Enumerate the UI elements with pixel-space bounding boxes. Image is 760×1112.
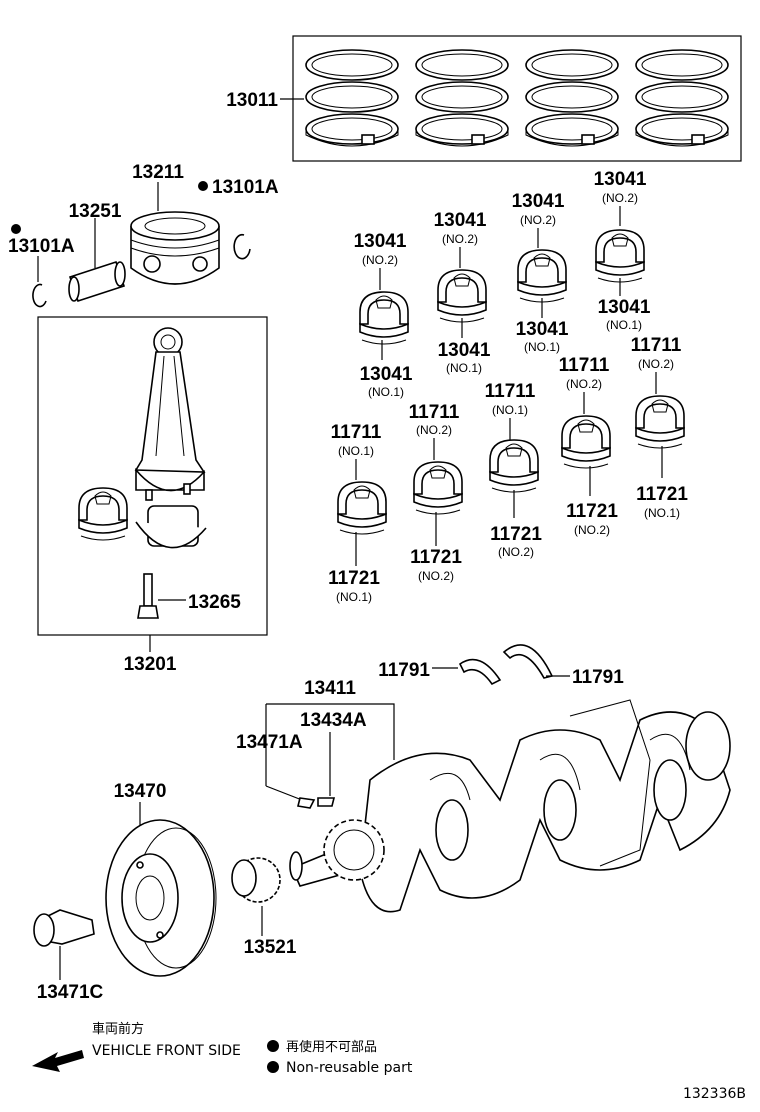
tag-main-b: (NO.2) <box>416 423 452 437</box>
label-main-a-low: 11721 <box>328 568 380 589</box>
label-key-b: 13471A <box>236 732 303 753</box>
label-crankshaft: 13411 <box>304 678 356 699</box>
tag-bearing-c-low: (NO.1) <box>524 340 560 354</box>
tag-main-b-low: (NO.2) <box>418 569 454 583</box>
main-bearing-e[interactable] <box>635 395 685 449</box>
piston-ring-set-1[interactable] <box>305 49 399 147</box>
piston-ring-set-3[interactable] <box>525 49 619 147</box>
conn-rod-frame <box>37 316 268 636</box>
tag-main-a-low: (NO.1) <box>336 590 372 604</box>
label-bearing-b: 13041 <box>434 210 487 231</box>
label-main-a: 11711 <box>331 422 382 443</box>
label-bearing-b-low: 13041 <box>438 340 491 361</box>
label-bearing-a: 13041 <box>354 231 407 252</box>
tag-main-c-low: (NO.2) <box>498 545 534 559</box>
piston-ring-set-4[interactable] <box>635 49 729 147</box>
label-bearing-d: 13041 <box>594 169 647 190</box>
label-main-e-low: 11721 <box>636 484 688 505</box>
tag-main-e-low: (NO.1) <box>644 506 680 520</box>
label-snap-ring-left: 13101A <box>8 236 75 257</box>
legend-nonreuse-en: Non-reusable part <box>286 1060 413 1076</box>
main-bearing-c[interactable] <box>489 439 539 493</box>
thrust-washer-left[interactable] <box>458 658 502 686</box>
timing-gear[interactable] <box>231 857 281 903</box>
main-bearing-b[interactable] <box>413 461 463 515</box>
piston-ring-set-2[interactable] <box>415 49 509 147</box>
rod-bearing-a[interactable] <box>359 291 409 345</box>
tag-main-d-low: (NO.2) <box>574 523 610 537</box>
tag-main-a: (NO.1) <box>338 444 374 458</box>
tag-bearing-c: (NO.2) <box>520 213 556 227</box>
main-bearing-a[interactable] <box>337 481 387 535</box>
pulley-bolt[interactable] <box>33 909 95 947</box>
label-bearing-a-low: 13041 <box>360 364 413 385</box>
legend-dot-icon <box>267 1040 279 1052</box>
label-piston-ring-set: 13011 <box>226 90 278 111</box>
legend-front-en: VEHICLE FRONT SIDE <box>92 1043 241 1059</box>
main-bearing-d[interactable] <box>561 415 611 469</box>
tag-bearing-d: (NO.2) <box>602 191 638 205</box>
label-snap-ring-right: 13101A <box>212 177 279 198</box>
diagram-id: 132336B <box>683 1086 746 1102</box>
front-arrow-icon <box>32 1050 84 1072</box>
thrust-washer-right[interactable] <box>502 644 554 679</box>
connecting-rod[interactable] <box>134 327 207 549</box>
label-key-a: 13434A <box>300 710 367 731</box>
label-timing-gear: 13521 <box>244 937 297 958</box>
label-pulley: 13470 <box>114 781 167 802</box>
crank-timing-sprocket[interactable] <box>323 819 385 881</box>
conn-rod-bolt[interactable] <box>137 573 159 619</box>
legend-front-jp: 車両前方 <box>92 1021 144 1037</box>
label-bearing-d-low: 13041 <box>598 297 651 318</box>
label-main-c: 11711 <box>485 381 536 402</box>
tag-bearing-a-low: (NO.1) <box>368 385 404 399</box>
label-main-b: 11711 <box>409 402 460 423</box>
label-thrust-washer-right: 11791 <box>572 667 624 688</box>
tag-main-e: (NO.2) <box>638 357 674 371</box>
tag-bearing-b: (NO.2) <box>442 232 478 246</box>
key-b-part[interactable] <box>297 797 316 809</box>
label-main-b-low: 11721 <box>410 547 462 568</box>
label-bearing-c-low: 13041 <box>516 319 569 340</box>
conn-rod-bearing[interactable] <box>78 487 128 541</box>
piston-pin[interactable] <box>68 260 126 303</box>
tag-bearing-d-low: (NO.1) <box>606 318 642 332</box>
legend-dot-icon-2 <box>267 1061 279 1073</box>
snap-ring-left[interactable] <box>32 283 47 308</box>
label-piston: 13211 <box>132 162 184 183</box>
label-pulley-bolt: 13471C <box>37 982 104 1003</box>
label-bearing-c: 13041 <box>512 191 565 212</box>
label-main-d: 11711 <box>559 355 610 376</box>
legend-nonreuse-jp: 再使用不可部品 <box>286 1039 377 1055</box>
rod-bearing-d[interactable] <box>595 229 645 283</box>
label-main-c-low: 11721 <box>490 524 542 545</box>
snap-ring-right[interactable] <box>233 233 251 260</box>
piston[interactable] <box>130 211 220 285</box>
label-piston-pin: 13251 <box>69 201 122 222</box>
tag-main-c: (NO.1) <box>492 403 528 417</box>
rod-bearing-c[interactable] <box>517 249 567 303</box>
crank-pulley[interactable] <box>105 819 217 977</box>
label-main-d-low: 11721 <box>566 501 618 522</box>
key-a-part[interactable] <box>317 797 336 807</box>
label-conn-rod-bolt: 13265 <box>188 592 241 613</box>
rod-bearing-b[interactable] <box>437 269 487 323</box>
non-reusable-dot-right <box>198 181 208 191</box>
non-reusable-dot-left <box>11 224 21 234</box>
tag-main-d: (NO.2) <box>566 377 602 391</box>
tag-bearing-a: (NO.2) <box>362 253 398 267</box>
tag-bearing-b-low: (NO.1) <box>446 361 482 375</box>
label-conn-rod-assy: 13201 <box>124 654 177 675</box>
label-thrust-washer-left: 11791 <box>378 660 430 681</box>
label-main-e: 11711 <box>631 335 682 356</box>
